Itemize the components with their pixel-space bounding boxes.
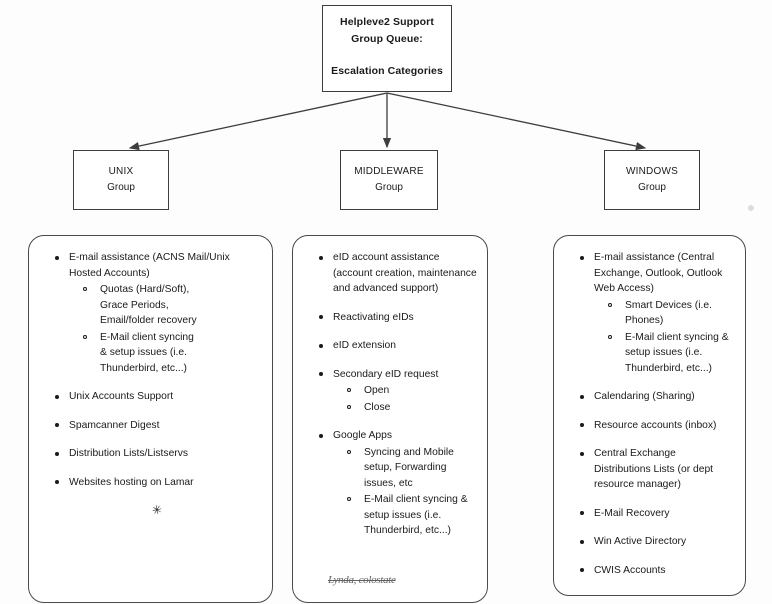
arrow-to-unix (128, 92, 388, 151)
root-title-line-2: Group Queue: (351, 33, 423, 45)
group-sub-windows: Group (638, 182, 666, 193)
list-item: eID extension (303, 338, 477, 354)
list-item: eID account assistance (account creation… (303, 250, 477, 297)
list-item-label: eID extension (333, 340, 396, 351)
list-item-label: Spamcanner Digest (69, 419, 160, 431)
list-item-label: eID account assistance (account creation… (333, 252, 477, 294)
handwritten-struck-note: Lynda, colostate (328, 574, 396, 586)
list-item-label: Google Apps (333, 430, 392, 441)
sub-list-item: E-Mail client syncing & setup issues (i.… (333, 492, 477, 539)
sub-item-list: Syncing and Mobile setup, Forwarding iss… (333, 445, 477, 539)
sub-item-list: Quotas (Hard/Soft), Grace Periods, Email… (69, 282, 244, 376)
list-item: Win Active Directory (564, 534, 735, 550)
list-item-label: Calendaring (Sharing) (594, 391, 695, 402)
list-item-label: Secondary eID request (333, 368, 439, 380)
detail-panel-windows: E-mail assistance (Central Exchange, Out… (553, 235, 746, 596)
group-name-middleware: MIDDLEWARE (354, 166, 424, 177)
sub-list-item: E-Mail client syncing & setup issues (i.… (594, 330, 730, 377)
list-item-label: CWIS Accounts (594, 564, 666, 576)
group-name-windows: WINDOWS (626, 166, 678, 177)
sub-item-list: Smart Devices (i.e. Phones)E-Mail client… (594, 298, 735, 377)
arrow-to-windows (386, 92, 647, 151)
list-item-label: Websites hosting on Lamar (69, 476, 194, 488)
list-item-label: Reactivating eIDs (333, 311, 414, 323)
list-item-label: Resource accounts (inbox) (594, 419, 717, 431)
list-item-label: Central Exchange Distributions Lists (or… (594, 448, 714, 490)
windows-item-list: E-mail assistance (Central Exchange, Out… (554, 236, 745, 595)
sub-list-item: Open (333, 383, 477, 399)
list-item: Distribution Lists/Listservs (39, 446, 244, 462)
list-item-label: E-Mail Recovery (594, 507, 670, 519)
root-node-support-queue: Helpleve2 Support Group Queue: Escalatio… (322, 5, 452, 92)
scan-smudge (748, 205, 754, 211)
group-node-windows: WINDOWS Group (604, 150, 700, 210)
root-title-line-1: Helpleve2 Support (340, 16, 434, 28)
group-sub-unix: Group (107, 182, 135, 193)
list-item: Unix Accounts Support (39, 389, 244, 405)
list-item-label: E-mail assistance (ACNS Mail/Unix Hosted… (69, 252, 230, 279)
list-item: CWIS Accounts (564, 563, 735, 579)
unix-item-list: E-mail assistance (ACNS Mail/Unix Hosted… (29, 236, 272, 509)
group-name-unix: UNIX (108, 166, 134, 177)
root-title-line-3: Escalation Categories (331, 65, 443, 77)
list-item: Spamcanner Digest (39, 418, 244, 434)
middleware-item-list: eID account assistance (account creation… (293, 236, 487, 558)
group-node-unix: UNIX Group (73, 150, 169, 210)
detail-panel-unix: E-mail assistance (ACNS Mail/Unix Hosted… (28, 235, 273, 603)
list-item: E-mail assistance (ACNS Mail/Unix Hosted… (39, 250, 244, 376)
sub-list-item: E-Mail client syncing & setup issues (i.… (69, 330, 200, 377)
detail-panel-middleware: eID account assistance (account creation… (292, 235, 488, 603)
list-item: Resource accounts (inbox) (564, 418, 735, 434)
group-node-middleware: MIDDLEWARE Group (340, 150, 438, 210)
list-item-label: Win Active Directory (594, 536, 687, 547)
list-item: Websites hosting on Lamar (39, 475, 244, 491)
list-item: Calendaring (Sharing) (564, 389, 735, 405)
sub-list-item: Smart Devices (i.e. Phones) (594, 298, 730, 329)
sub-list-item: Syncing and Mobile setup, Forwarding iss… (333, 445, 477, 492)
list-item: E-mail assistance (Central Exchange, Out… (564, 250, 735, 376)
sub-list-item: Close (333, 400, 477, 416)
list-item: Reactivating eIDs (303, 310, 477, 326)
list-item-label: E-mail assistance (Central Exchange, Out… (594, 252, 723, 294)
group-sub-middleware: Group (375, 182, 403, 193)
list-item: E-Mail Recovery (564, 506, 735, 522)
list-item: Central Exchange Distributions Lists (or… (564, 446, 735, 493)
list-item-label: Unix Accounts Support (69, 391, 174, 402)
list-item-label: Distribution Lists/Listservs (69, 448, 189, 459)
sub-list-item: Quotas (Hard/Soft), Grace Periods, Email… (69, 282, 200, 329)
